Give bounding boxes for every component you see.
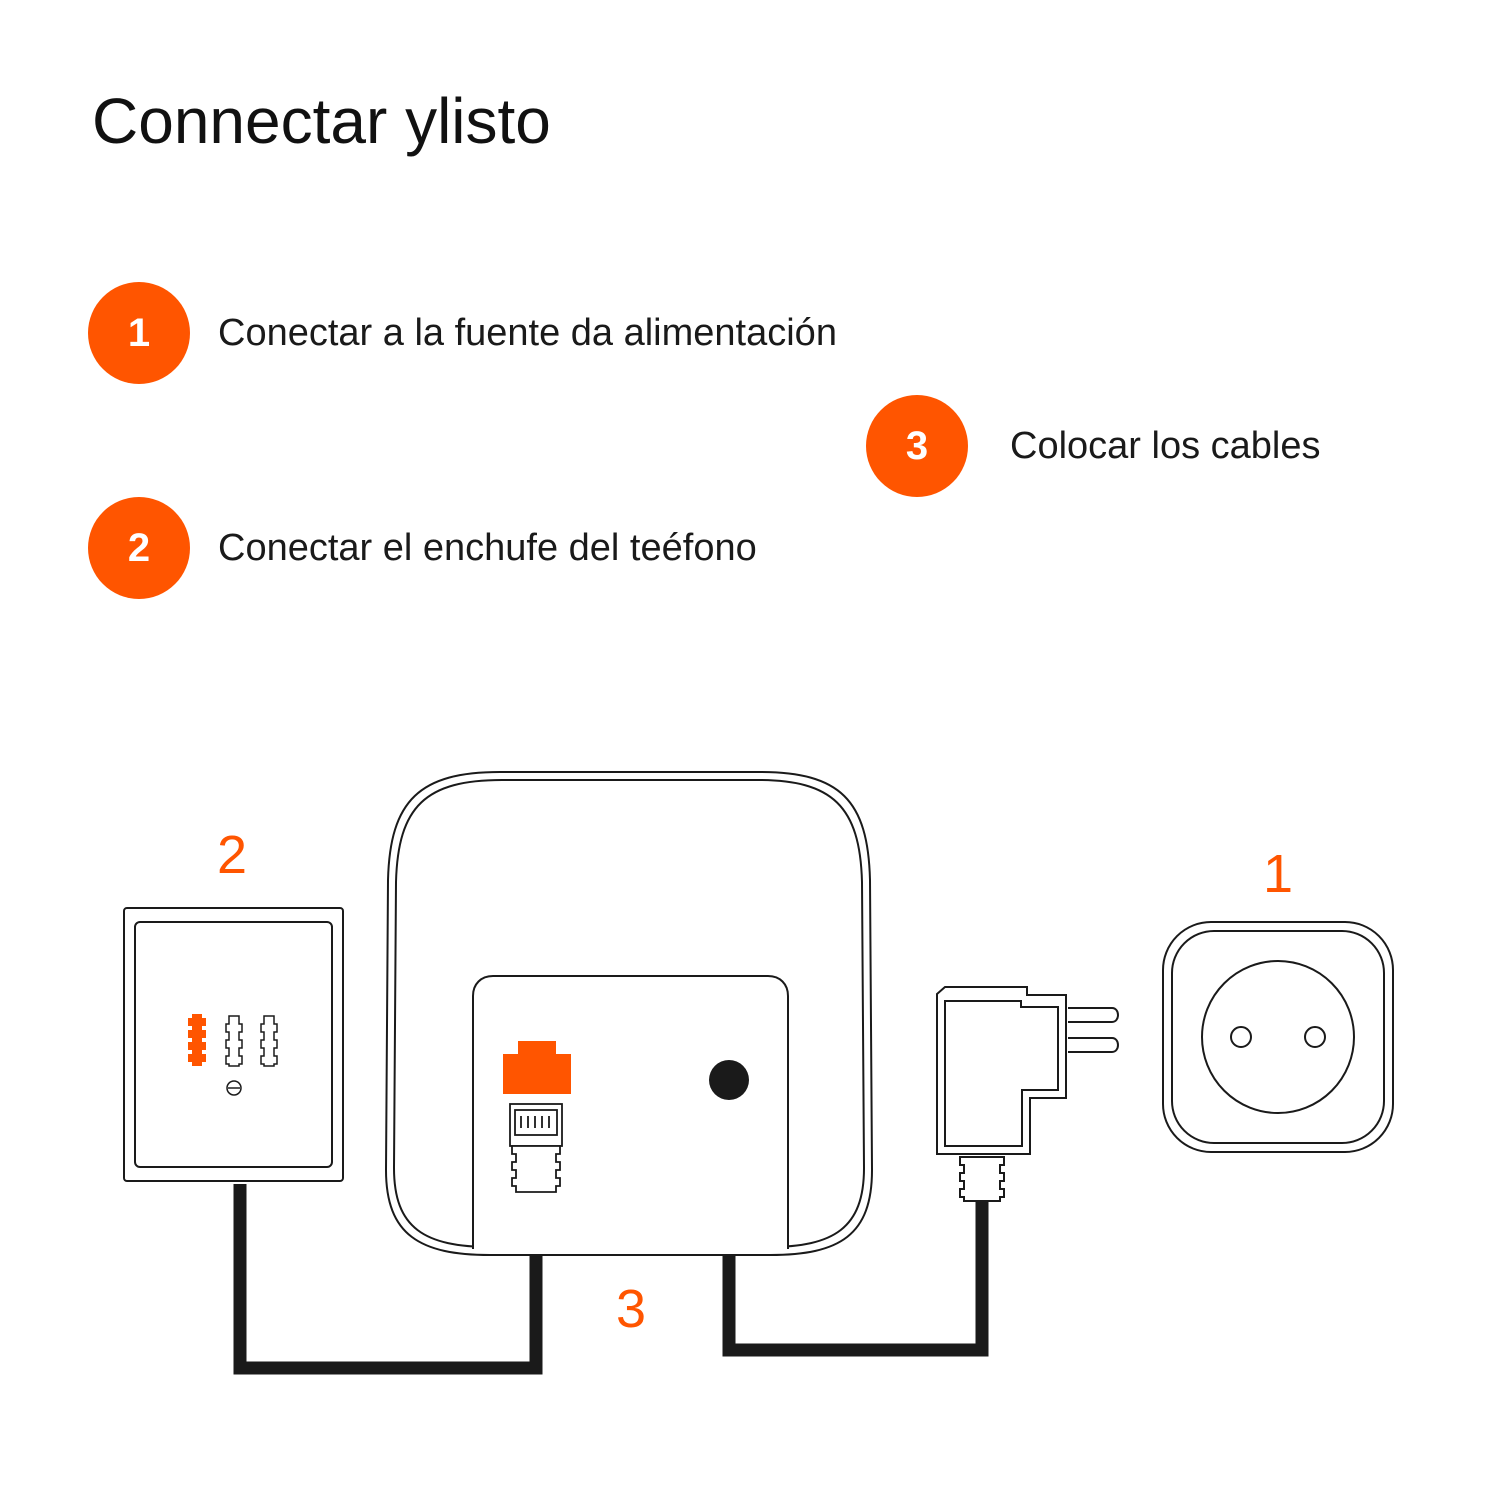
rj11-plug-icon [509, 1103, 563, 1193]
page-title: Connectar ylisto [92, 85, 551, 157]
step-label: Conectar el enchufe del teéfono [218, 526, 757, 569]
step-1: 1 Conectar a la fuente da alimentación [88, 282, 837, 384]
step-2: 2 Conectar el enchufe del teéfono [88, 497, 757, 599]
step-label: Colocar los cables [1010, 424, 1321, 467]
power-adapter-icon [936, 986, 1119, 1202]
phone-line-cable [233, 1184, 543, 1375]
base-station-icon [384, 771, 874, 1256]
phone-socket-number: 2 [217, 825, 248, 885]
step-badge: 2 [88, 497, 190, 599]
socket-contact-active [188, 1014, 206, 1066]
socket-contacts [225, 1015, 278, 1096]
step-label: Conectar a la fuente da alimentación [218, 311, 837, 354]
step-3: 3 Colocar los cables [866, 395, 1320, 497]
step-badge: 1 [88, 282, 190, 384]
power-outlet-icon [1162, 921, 1394, 1153]
phone-wall-socket-icon [123, 907, 344, 1182]
telephone-port-icon [503, 1041, 571, 1094]
cables-number: 3 [616, 1279, 647, 1339]
power-port-icon [709, 1060, 749, 1100]
power-outlet-number: 1 [1263, 844, 1294, 904]
step-badge: 3 [866, 395, 968, 497]
